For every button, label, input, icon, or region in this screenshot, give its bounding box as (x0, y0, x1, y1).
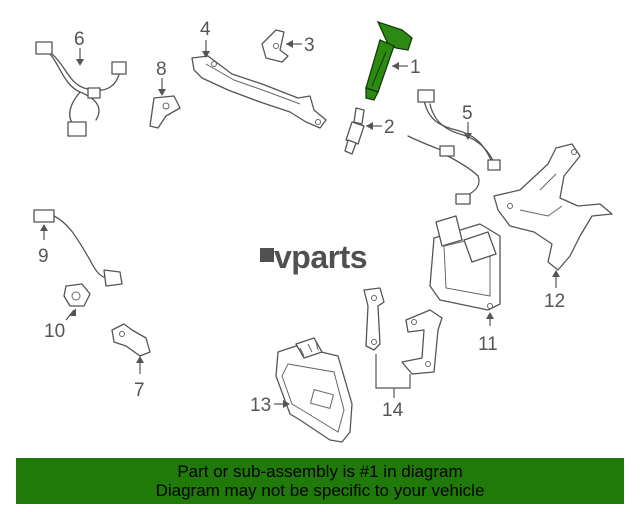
callout-13[interactable]: 13 (250, 395, 271, 416)
callout-12[interactable]: 12 (544, 291, 565, 312)
part-7-sensor[interactable] (111, 323, 151, 357)
arrowhead-3 (286, 40, 293, 48)
callout-8[interactable]: 8 (156, 59, 167, 80)
callout-3[interactable]: 3 (304, 35, 315, 56)
part-9-knock-sensor[interactable] (33, 209, 123, 287)
callout-10[interactable]: 10 (44, 321, 65, 342)
arrowhead-10 (70, 308, 76, 316)
part-3-bracket[interactable] (261, 29, 289, 63)
arrowhead-1 (392, 62, 399, 70)
part-5-wire-harness[interactable] (407, 89, 501, 205)
part-2-spark-plug[interactable] (344, 107, 365, 155)
callout-5[interactable]: 5 (462, 103, 473, 124)
banner-line-1: Part or sub-assembly is #1 in diagram (177, 462, 463, 481)
part-11-ecu[interactable] (429, 215, 501, 311)
part-13-cover[interactable] (275, 337, 353, 443)
part-14-brackets[interactable] (363, 287, 443, 375)
banner-line-2: Diagram may not be specific to your vehi… (155, 481, 485, 500)
callout-6[interactable]: 6 (74, 29, 85, 50)
arrowhead-7 (136, 356, 144, 363)
arrowhead-6 (76, 59, 84, 66)
callout-7[interactable]: 7 (134, 380, 145, 401)
arrowhead-13 (283, 400, 290, 408)
arrowhead-2 (366, 122, 373, 130)
part-1-ignition-coil[interactable] (365, 20, 413, 101)
leader-14 (375, 354, 411, 398)
arrowhead-4 (202, 51, 210, 58)
part-8-sensor[interactable] (149, 95, 181, 129)
callout-9[interactable]: 9 (38, 246, 49, 267)
arrowhead-5 (464, 133, 472, 140)
part-4-long-bracket[interactable] (191, 55, 327, 129)
info-banner: Part or sub-assembly is #1 in diagram Di… (16, 458, 624, 504)
part-6-harness[interactable] (35, 41, 127, 137)
callout-2[interactable]: 2 (384, 117, 395, 138)
arrowhead-9 (40, 224, 48, 231)
callout-14[interactable]: 14 (382, 400, 404, 421)
callout-4[interactable]: 4 (200, 19, 211, 40)
arrowhead-8 (158, 89, 166, 96)
callout-11[interactable]: 11 (478, 334, 498, 355)
logo-text: vparts (274, 239, 367, 275)
part-12-ecu-bracket[interactable] (493, 143, 613, 271)
arrowhead-11 (486, 312, 494, 319)
leader-10 (65, 309, 75, 321)
vparts-logo: vparts (260, 239, 368, 275)
callout-1[interactable]: 1 (410, 57, 421, 78)
part-10-sensor[interactable] (63, 283, 91, 307)
arrowhead-12 (552, 270, 560, 277)
